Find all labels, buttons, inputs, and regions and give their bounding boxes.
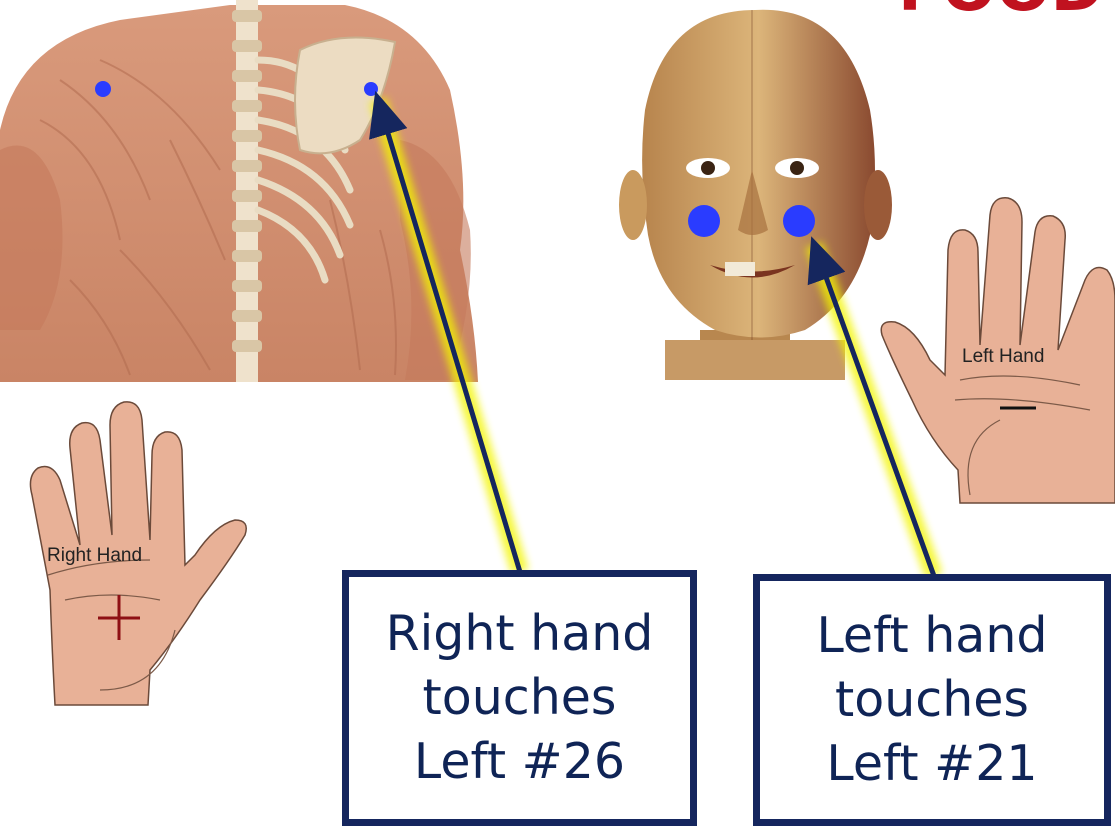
- acupoint-face-right: [688, 205, 720, 237]
- callout-right-hand: Right hand touches Left #26: [342, 570, 697, 826]
- callout-left-hand: Left hand touches Left #21: [753, 574, 1111, 826]
- callout-left-line-3: Left #21: [826, 732, 1037, 796]
- right-hand-label: Right Hand: [47, 545, 142, 567]
- left-hand-label: Left Hand: [962, 346, 1044, 368]
- acupoint-back-left-26: [364, 82, 378, 96]
- callout-right-line-3: Left #26: [414, 730, 625, 794]
- callout-right-line-1: Right hand: [386, 602, 654, 666]
- callout-left-line-2: touches: [835, 668, 1029, 732]
- acupoint-face-left-21: [783, 205, 815, 237]
- acupoint-back-right: [95, 81, 111, 97]
- callout-left-line-1: Left hand: [816, 604, 1047, 668]
- arrow-left-hand: [814, 245, 934, 576]
- callout-right-line-2: touches: [423, 666, 617, 730]
